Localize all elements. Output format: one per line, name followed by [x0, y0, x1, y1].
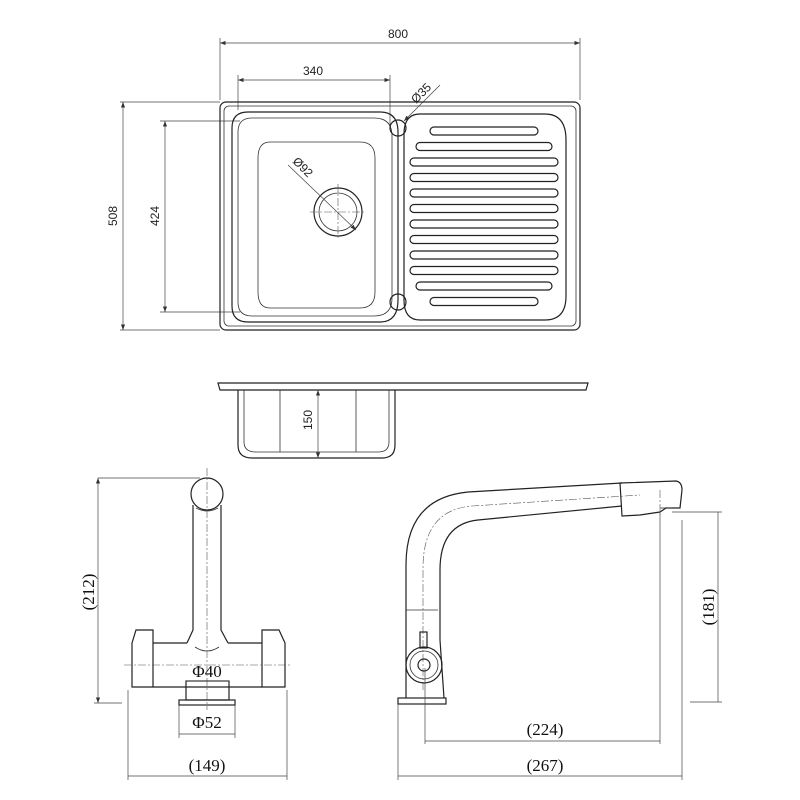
drainboard-rib: [409, 188, 559, 198]
sink-side-view: 150: [217, 382, 589, 459]
drainboard-rib: [415, 141, 553, 152]
overall-depth-label: 508: [106, 206, 120, 226]
body-diameter-label: Φ40: [192, 662, 221, 681]
faucet-front-view: (212) Φ40 Φ52 (149): [79, 468, 292, 780]
faucet-side-view: (181) (224) (267): [397, 480, 722, 780]
drainboard-rib: [409, 250, 559, 260]
drainboard-rib: [429, 296, 539, 307]
drainboard-rib: [409, 219, 559, 229]
svg-text:Ø92: Ø92: [290, 154, 316, 180]
drainboard-rib: [409, 265, 559, 276]
overall-length-label: (267): [527, 756, 564, 775]
sink-outline: [219, 101, 581, 331]
faucet-height-label: (212): [79, 574, 98, 611]
drainboard-rib: [409, 203, 559, 214]
drainboard-ribs: [409, 126, 559, 307]
sink-top-view: 800 340 Ø35 508 424 Ø92: [106, 27, 581, 331]
drainboard-rib: [409, 157, 559, 167]
spout-height-label: (181): [699, 589, 718, 626]
bowl-outline: [231, 111, 399, 323]
drainboard-rib: [409, 172, 559, 183]
overflow-hole: [389, 293, 407, 311]
bowl-depth-label: 424: [148, 206, 162, 226]
bowl-height-label: 150: [301, 410, 315, 430]
drainboard-rib: [429, 126, 539, 136]
drainboard: [403, 113, 567, 321]
tap-hole: [389, 119, 407, 137]
spout-reach-label: (224): [527, 720, 564, 739]
faucet-width-label: (149): [189, 756, 226, 775]
drainboard-rib: [415, 281, 553, 291]
base-diameter-label: Φ52: [192, 713, 221, 732]
bowl-width-label: 340: [303, 64, 323, 78]
overall-width-label: 800: [388, 27, 408, 41]
drainboard-rib: [409, 234, 559, 245]
